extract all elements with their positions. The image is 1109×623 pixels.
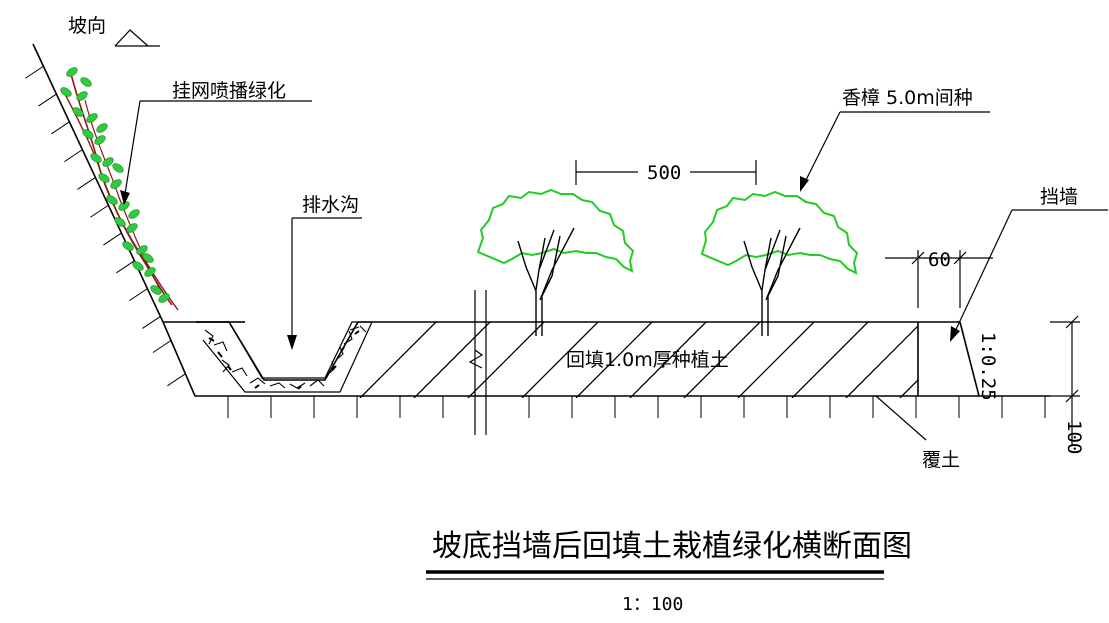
retaining-wall-label: 挡墙 (1040, 186, 1078, 208)
drawing-scale: 1：100 (622, 594, 683, 615)
vine-leaf (110, 179, 122, 189)
vine-leaf (76, 91, 88, 101)
backfill-label: 回填1.0m厚种植土 (566, 349, 729, 371)
vine-leaf (158, 293, 170, 303)
vine-leaf (118, 201, 130, 211)
vine-leaf (96, 123, 108, 133)
vine-leaf (128, 209, 140, 219)
vine-leaf (82, 129, 94, 139)
drain-ditch-outline (196, 321, 359, 381)
leader-arrowheads (120, 176, 960, 350)
vine-leaf (150, 285, 162, 295)
camphor-tree-left (476, 188, 635, 336)
wall-batter-value: 1:0.25 (977, 332, 999, 401)
camphor-tree-right (700, 190, 859, 336)
wall-dimension-lines (885, 250, 1080, 445)
vine-leaf (114, 217, 126, 227)
vine-leaf (90, 153, 102, 163)
camphor-label: 香樟 5.0m间种 (842, 87, 973, 109)
tree-spacing-dimension (575, 160, 757, 185)
wall-front-line (959, 321, 980, 397)
tree-canopy (700, 190, 859, 275)
drawing-title: 坡底挡墙后回填土栽植绿化横断面图 (432, 529, 912, 564)
vine-leaf (122, 241, 134, 251)
cover-soil-label: 覆土 (922, 449, 960, 471)
slope-line (32, 43, 164, 323)
vine-leaf (106, 195, 118, 205)
slope-direction-label: 坡向 (68, 15, 106, 37)
tree-trunk (743, 227, 801, 336)
vine-leaf (86, 113, 98, 123)
vine-leaf (94, 135, 106, 145)
wall-top-width-value: 60 (928, 249, 951, 271)
slope-ticks (25, 65, 186, 387)
tree-canopy (476, 188, 635, 273)
ground-ticks (227, 396, 1046, 418)
vine-leaf (66, 67, 78, 77)
backfill-hatch (359, 322, 918, 398)
ditch-rubble-lining (196, 321, 373, 393)
leader-lines (114, 29, 1108, 441)
tree-spacing-value: 500 (647, 162, 681, 184)
vine-leaf (126, 223, 138, 233)
vine-leaf (136, 245, 148, 255)
drain-ditch-label: 排水沟 (302, 194, 359, 216)
mesh-spray-label: 挂网喷播绿化 (172, 80, 286, 102)
tree-trunk (517, 227, 575, 336)
wall-height-value: 100 (1063, 420, 1085, 454)
vine-leaf (60, 87, 72, 97)
slope-vine (60, 67, 179, 311)
vine-leaf (132, 261, 144, 271)
vine-leaf (142, 253, 154, 263)
vine-leaf (72, 107, 84, 117)
ground-line (162, 321, 1050, 397)
vine-leaf (98, 173, 110, 183)
vine-leaf (102, 157, 114, 167)
break-line (468, 290, 487, 435)
vine-leaf (80, 77, 92, 87)
vine-leaf (112, 163, 124, 173)
vine-leaf (144, 267, 156, 277)
